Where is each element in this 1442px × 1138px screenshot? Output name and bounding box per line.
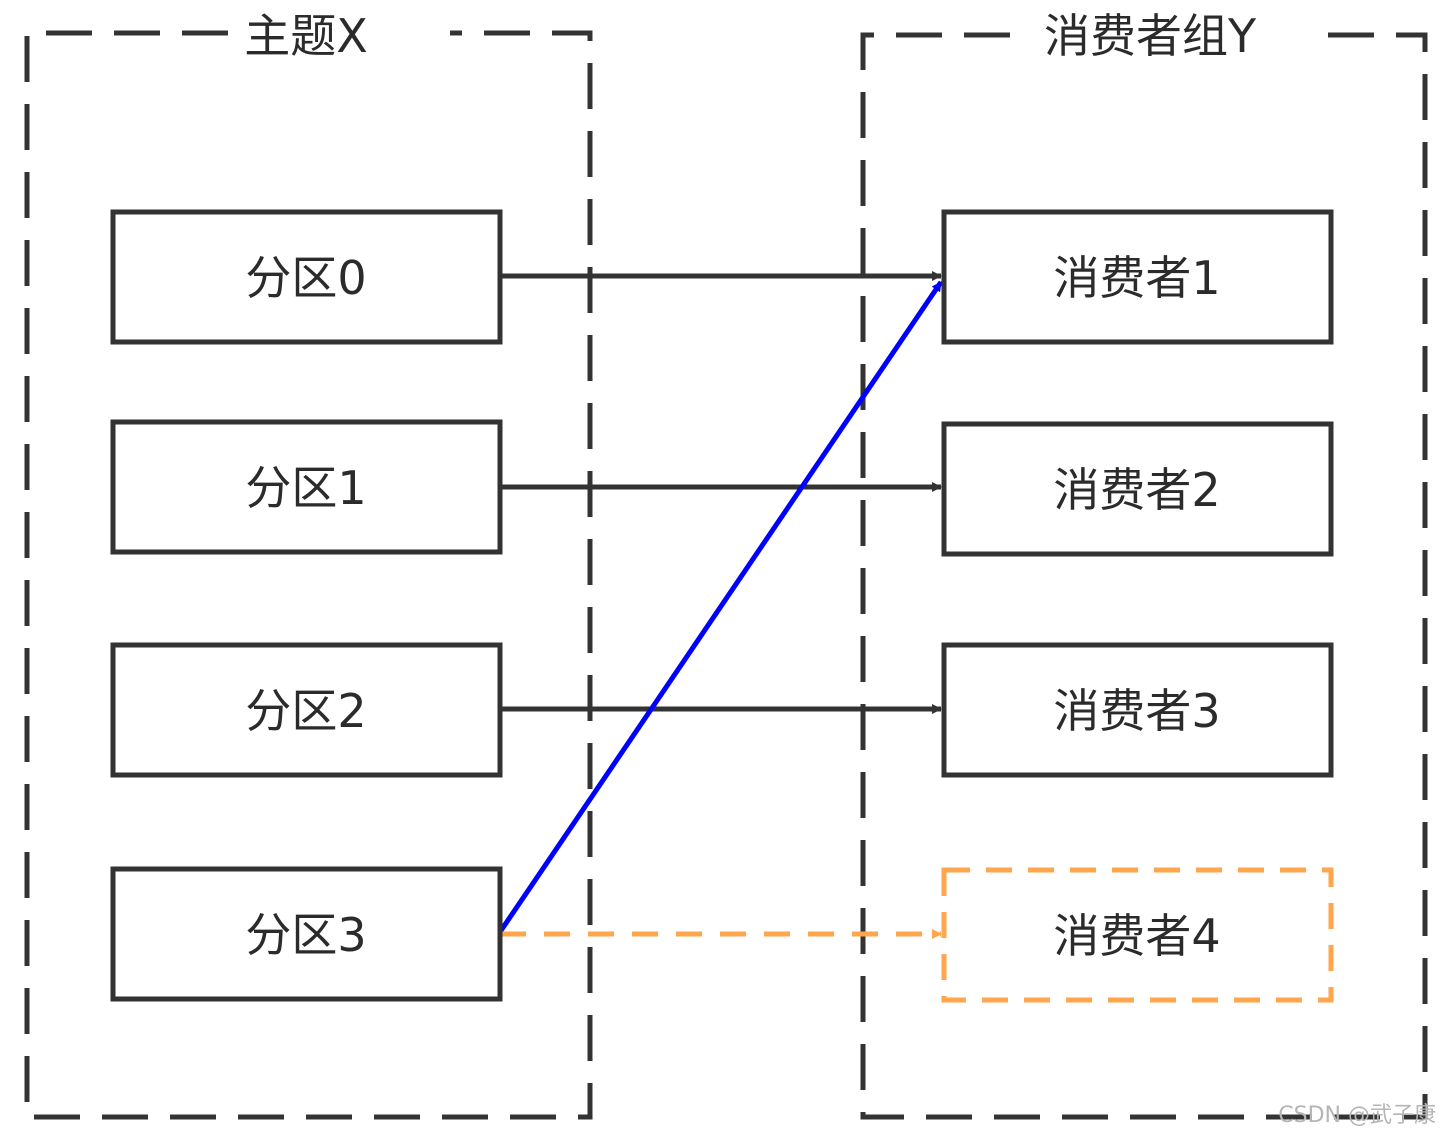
partition-box-2: 分区2 [110,642,503,778]
consumer-group: 消费者组Y [860,9,1428,1120]
edge-partition3-consumer1 [497,280,944,934]
consumer-box-4-rect [941,867,1334,1003]
topic-group: 主题X [24,9,593,1120]
partition-box-1: 分区1 [110,419,503,555]
consumer-box-1: 消费者1 [941,209,1334,345]
edges [497,271,944,939]
partition-box-3-rect [110,866,503,1002]
partition-box-3: 分区3 [110,866,503,1002]
consumer-label-1: 消费者1 [1053,251,1220,305]
partition-label-1: 分区1 [245,461,366,515]
partition-box-0-rect [110,209,503,345]
partition-label-2: 分区2 [245,684,366,738]
consumer-box-1-rect [941,209,1334,345]
consumer-label-2: 消费者2 [1053,463,1220,517]
topic-title: 主题X [244,9,368,63]
consumer-label-3: 消费者3 [1053,684,1220,738]
partition-label-3: 分区3 [245,908,366,962]
consumer-group-border [860,32,1428,1120]
partition-box-2-rect [110,642,503,778]
consumer-box-4: 消费者4 [941,867,1334,1003]
consumer-box-3-rect [941,642,1334,778]
topic-group-border [24,30,593,1120]
consumer-box-2-rect [941,421,1334,557]
consumer-box-3: 消费者3 [941,642,1334,778]
partition-box-1-rect [110,419,503,555]
consumer-box-2: 消费者2 [941,421,1334,557]
watermark: CSDN @武子康 [1278,1103,1436,1128]
consumer-group-title: 消费者组Y [1044,9,1257,63]
partition-box-0: 分区0 [110,209,503,345]
consumer-label-4: 消费者4 [1053,909,1220,963]
partition-label-0: 分区0 [245,251,366,305]
